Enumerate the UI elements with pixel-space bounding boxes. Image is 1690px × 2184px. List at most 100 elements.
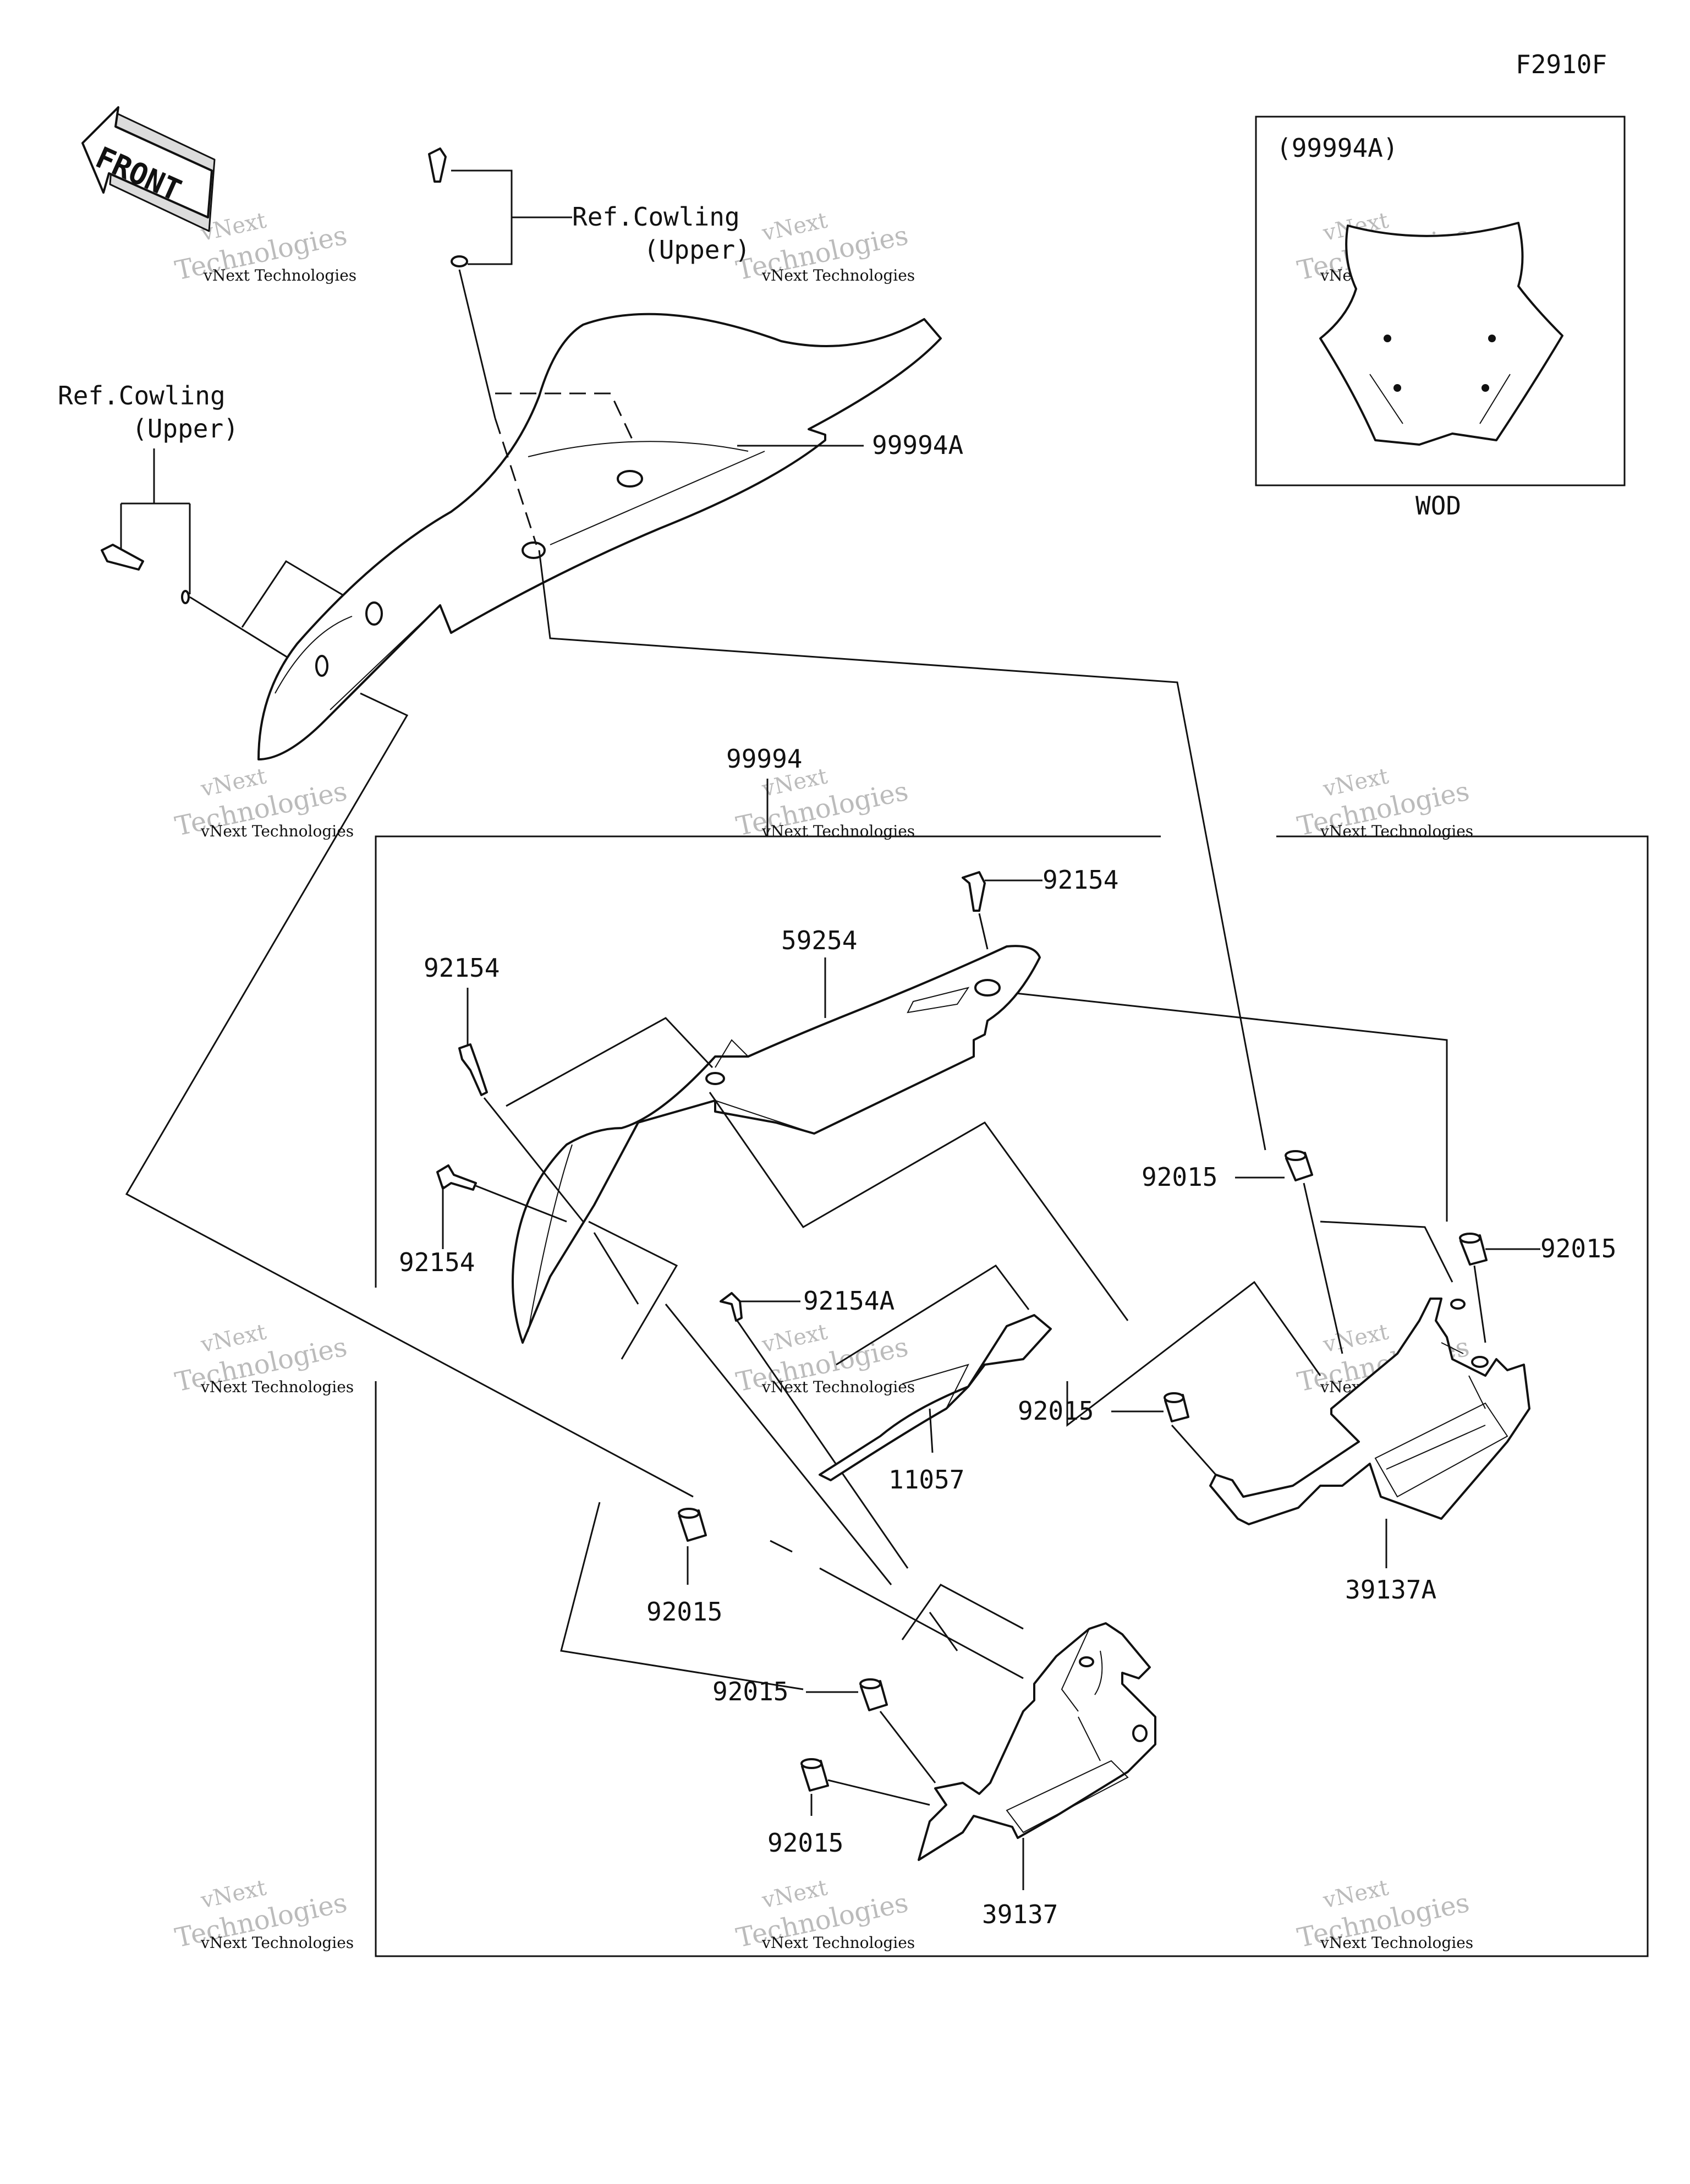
part-number-label: 59254 (781, 926, 857, 955)
watermark: vNext Technologies vNext Technologies (733, 763, 915, 842)
ref-label: Ref.Cowling (58, 381, 226, 410)
inset-hole (1384, 335, 1391, 342)
leader-line (929, 1408, 934, 1453)
watermark-text: vNext Technologies (761, 1934, 915, 1952)
watermark-text: vNext Technologies (761, 266, 915, 284)
part-number-label: 92015 (1018, 1396, 1094, 1426)
part-number-label: 92154A (803, 1286, 895, 1316)
cowl-hole (974, 979, 1001, 997)
leader-line (451, 169, 572, 265)
kit-frame-border (375, 835, 1649, 1957)
collar-top (1285, 1150, 1307, 1161)
cowl-part: 59254 (506, 926, 1129, 1690)
windscreen-hole (617, 470, 643, 488)
leader-lines (125, 550, 1448, 1679)
collar-top (1459, 1233, 1481, 1244)
watermark-text: vNext Technologies (203, 266, 356, 284)
part-number-label: 92154 (399, 1247, 475, 1277)
washer-icon (181, 590, 190, 604)
windscreen-hole (365, 601, 383, 626)
screw-icon (962, 871, 986, 912)
screw-92154-left-upper: 92154 (424, 953, 584, 1222)
leader-line (560, 1502, 804, 1690)
kit-frame: 99994 (375, 744, 1649, 1957)
windscreen-hole (315, 655, 328, 677)
collar-92015-mid: 92015 (1018, 1280, 1321, 1475)
leader-line (990, 989, 1448, 1222)
screw-icon (101, 544, 144, 571)
leader-line (483, 1097, 584, 1222)
leader-line (827, 1779, 930, 1806)
bracket-edge (1374, 1342, 1508, 1498)
watermark-text: vNext Technologies (200, 1934, 354, 1952)
leader-line (736, 1320, 909, 1569)
leader-line (120, 448, 191, 594)
leader-line (978, 913, 989, 950)
part-number-label: 11057 (888, 1465, 964, 1495)
ref-label: Ref.Cowling (572, 202, 740, 232)
watermark: vNext Technologies vNext Technologies (733, 207, 915, 286)
watermark-text: vNext Technologies (200, 822, 354, 840)
bracket-shape (918, 1622, 1156, 1861)
bracket-hole (1471, 1356, 1489, 1368)
front-arrow: FRONT (81, 106, 216, 232)
ref-label: (Upper) (132, 414, 239, 444)
part-number-label: 92015 (712, 1677, 788, 1706)
inset-label: (99994A) (1276, 133, 1398, 163)
screw-92154-top: 92154 (962, 865, 1118, 950)
part-number-label: 92015 (1142, 1162, 1217, 1192)
part-number-label: 92154 (424, 953, 500, 983)
windscreen-hole (522, 541, 546, 559)
watermark-text: vNext Technologies (1320, 1934, 1473, 1952)
watermark: vNext Technologies vNext Technologies (733, 1319, 915, 1398)
leader-line (1303, 1183, 1343, 1354)
leader-line (588, 1220, 678, 1360)
collar-top (800, 1758, 822, 1769)
bracket-11057: 11057 (819, 1314, 1052, 1495)
windscreen-shape (257, 313, 942, 760)
inset-hole (1488, 335, 1496, 342)
screw-icon (720, 1292, 743, 1322)
leader-line (475, 1185, 567, 1223)
leader-line (1066, 1280, 1321, 1427)
watermark: vNext Technologies vNext Technologies (172, 1319, 354, 1398)
bracket-hole (1132, 1725, 1148, 1742)
part-number-label: 39137A (1345, 1575, 1436, 1605)
windscreen-part: 99994A (257, 313, 963, 760)
leader-line (836, 1265, 1030, 1366)
bracket-hole (1079, 1656, 1094, 1667)
part-number-label: 39137 (982, 1900, 1058, 1929)
watermark-text: vNext Technologies (1320, 822, 1473, 840)
part-number-label: 99994 (726, 744, 802, 774)
screw-icon (458, 1043, 488, 1096)
watermark: vNext Technologies vNext Technologies (172, 763, 354, 842)
inset-hole (1393, 384, 1401, 392)
leader-line (901, 1584, 1024, 1651)
part-number-label: 92154 (1042, 865, 1118, 895)
ref-label: (Upper) (644, 235, 750, 265)
collar-top (859, 1678, 881, 1689)
leader-line (538, 550, 1266, 1151)
collar-92015-left-1: 92015 (646, 1508, 722, 1627)
part-number-label: 99994A (872, 430, 963, 460)
leader-line (458, 269, 496, 419)
leader-line (665, 1304, 892, 1585)
screw-92154-left-lower: 92154 (399, 1164, 567, 1277)
ref-cowling-top: Ref.Cowling (Upper) (428, 147, 750, 419)
watermark-text: vNext Technologies (200, 1378, 354, 1396)
inset-hole (1482, 384, 1489, 392)
leader-line (593, 1232, 639, 1305)
leader-line (506, 1017, 1129, 1321)
dashed-leader (494, 418, 537, 545)
leader-line (879, 1711, 936, 1783)
inset-caption: WOD (1415, 491, 1461, 521)
watermark: vNext Technologies vNext Technologies (172, 207, 356, 286)
cowl-hole (705, 1072, 725, 1085)
screw-icon (436, 1164, 477, 1191)
bracket-39137A: 39137A (1209, 1298, 1530, 1605)
watermark: vNext Technologies vNext Technologies (733, 1875, 915, 1953)
watermark: vNext Technologies vNext Technologies (172, 1875, 354, 1953)
part-number-label: 92015 (1540, 1234, 1616, 1263)
bracket-edge (902, 1364, 969, 1409)
front-arrow-head (81, 106, 213, 218)
